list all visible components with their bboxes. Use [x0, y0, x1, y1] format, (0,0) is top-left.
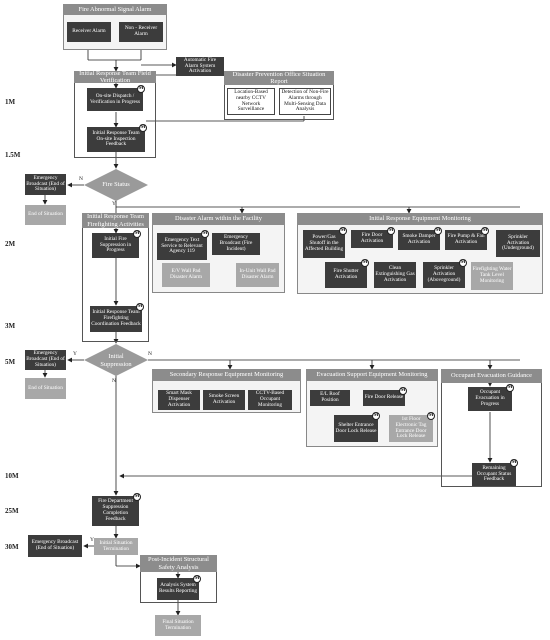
- time-label: 3M: [5, 322, 16, 330]
- end-of-situation-node[interactable]: End of Situation: [25, 378, 66, 399]
- fire-pump-node[interactable]: Fire Pump & Fan Activation: [445, 230, 487, 250]
- shelter-door-release-node[interactable]: Shelter Entrance Door Lock Release: [334, 415, 378, 442]
- water-tank-level-node[interactable]: Firefighting Water Tank Level Monitoring: [471, 262, 513, 290]
- receiver-alarm-node[interactable]: Receiver Alarm: [67, 22, 111, 42]
- ev-wall-pad-node[interactable]: E/V Wall Pad Disaster Alarm: [162, 263, 210, 287]
- smart-mask-node[interactable]: Smart Mask Dispenser Activation: [158, 390, 200, 410]
- sprinkler-underground-node[interactable]: Sprinkler Activation (Underground): [496, 230, 540, 257]
- marker-icon: M: [201, 230, 209, 238]
- marker-icon: M: [361, 259, 369, 267]
- fire-door-release-node[interactable]: Fire Door Release: [363, 390, 405, 406]
- fire-status-label: Fire Status: [102, 181, 130, 189]
- fire-suppression-node[interactable]: Initial Fire Suppression in Progress: [92, 233, 139, 258]
- post-incident-header: Post-Incident Structural Safety Analysis: [140, 555, 217, 572]
- field-verification-header: Initial Response Team Field Verification: [74, 70, 156, 84]
- marker-icon: M: [434, 227, 442, 235]
- fire-shutter-node[interactable]: Fire Shutter Activation: [325, 262, 367, 288]
- no-label: N: [79, 176, 83, 182]
- end-of-situation-node[interactable]: End of Situation: [25, 205, 66, 225]
- time-label: 25M: [5, 507, 19, 515]
- yes-label: Y: [90, 537, 94, 543]
- no-label: N: [112, 378, 116, 384]
- emergency-text-119-node[interactable]: Emergency Text Service to Relevant Agenc…: [157, 233, 207, 260]
- marker-icon: M: [133, 230, 141, 238]
- no-label: N: [148, 351, 152, 357]
- cctv-surveillance-node[interactable]: Location-Based nearby CCTV Network Surve…: [227, 88, 275, 115]
- analysis-reporting-node[interactable]: Analysis System Results Reporting: [157, 578, 199, 600]
- smoke-screen-node[interactable]: Smoke Screen Activation: [203, 390, 245, 410]
- clean-gas-node[interactable]: Clean Extinguishing Gas Activation: [374, 262, 416, 288]
- inunit-wall-pad-node[interactable]: In-Unit Wall Pad Disaster Alarm: [236, 263, 279, 287]
- onsite-dispatch-node[interactable]: On-site Dispatch / Verification in Progr…: [87, 88, 143, 111]
- marker-icon: M: [387, 227, 395, 235]
- initial-suppression-label: Initial Suppression: [100, 353, 132, 368]
- onsite-inspection-feedback-node[interactable]: Initial Response Team On-site Inspection…: [87, 127, 145, 152]
- fire-alarm-header: Fire Abnormal Signal Alarm: [63, 4, 167, 15]
- firefighting-header: Initial Response Team Firefighting Activ…: [82, 213, 149, 228]
- smoke-damper-node[interactable]: Smoke Damper Activation: [398, 230, 440, 250]
- non-fire-detection-node[interactable]: Detection of Non-Fire Alarms through Mul…: [279, 88, 331, 115]
- marker-icon: M: [193, 575, 201, 583]
- non-receiver-alarm-node[interactable]: Non - Receiver Alarm: [119, 22, 163, 42]
- yes-label: Y: [73, 351, 77, 357]
- marker-icon: M: [136, 303, 144, 311]
- marker-icon: M: [459, 259, 467, 267]
- marker-icon: M: [481, 227, 489, 235]
- marker-icon: M: [339, 227, 347, 235]
- auto-fire-alarm-node[interactable]: Automatic Fire Alarm System Activation: [176, 57, 224, 76]
- emergency-broadcast-end-node[interactable]: Emergency Broadcast (End of Situation): [25, 350, 66, 370]
- time-label: 30M: [5, 543, 19, 551]
- emergency-broadcast-end-node[interactable]: Emergency Broadcast (End of Situation): [28, 535, 82, 557]
- initial-termination-node[interactable]: Initial Situation Termination: [94, 538, 138, 555]
- time-label: 10M: [5, 472, 19, 480]
- marker-icon: M: [399, 387, 407, 395]
- marker-icon: M: [510, 459, 518, 467]
- facility-alarm-header: Disaster Alarm within the Facility: [152, 213, 285, 225]
- marker-icon: M: [427, 412, 435, 420]
- marker-icon: M: [372, 412, 380, 420]
- firefighting-feedback-node[interactable]: Initial Response Team Firefighting Coord…: [90, 306, 142, 332]
- cctv-occupant-node[interactable]: CCTV-Based Occupant Monitoring: [248, 390, 292, 410]
- initial-suppression-diamond[interactable]: [84, 344, 148, 376]
- marker-icon: M: [137, 85, 145, 93]
- time-label: 5M: [5, 358, 16, 366]
- yes-label: Y: [112, 201, 116, 207]
- sprinkler-aboveground-node[interactable]: Sprinkler Activation (Aboveground): [423, 262, 465, 288]
- remaining-occupant-node[interactable]: Remaining Occupant Status Feedback: [472, 463, 516, 486]
- disaster-office-header: Disaster Prevention Office Situation Rep…: [224, 71, 334, 85]
- final-termination-node[interactable]: Final Situation Termination: [155, 615, 201, 636]
- fire-status-diamond[interactable]: [84, 169, 148, 201]
- power-gas-shutoff-node[interactable]: Power/Gas Shutoff in the Affected Buildi…: [303, 230, 345, 258]
- secondary-equipment-header: Secondary Response Equipment Monitoring: [152, 369, 301, 381]
- marker-icon: M: [133, 493, 141, 501]
- el-roof-position-node[interactable]: E/L Roof Position: [310, 390, 350, 406]
- occupant-guidance-header: Occupant Evacuation Guidance: [441, 369, 542, 383]
- electronic-tag-release-node[interactable]: 1st Floor Electronic Tag Entrance Door L…: [389, 415, 433, 442]
- time-label: 1.5M: [5, 151, 21, 159]
- evacuation-support-header: Evacuation Support Equipment Monitoring: [306, 369, 438, 381]
- fd-completion-feedback-node[interactable]: Fire Department Suppression Completion F…: [92, 496, 139, 526]
- emergency-broadcast-fire-node[interactable]: Emergency Broadcast (Fire Incident): [212, 233, 260, 255]
- emergency-broadcast-end-node[interactable]: Emergency Broadcast (End of Situation): [25, 174, 66, 195]
- time-label: 1M: [5, 98, 16, 106]
- marker-icon: M: [506, 384, 514, 392]
- fire-door-node[interactable]: Fire Door Activation: [351, 230, 393, 248]
- occupant-evacuation-node[interactable]: Occupant Evacuation in Progress: [468, 387, 512, 411]
- marker-icon: M: [139, 124, 147, 132]
- time-label: 2M: [5, 240, 16, 248]
- equipment-monitoring-header: Initial Response Equipment Monitoring: [297, 213, 543, 225]
